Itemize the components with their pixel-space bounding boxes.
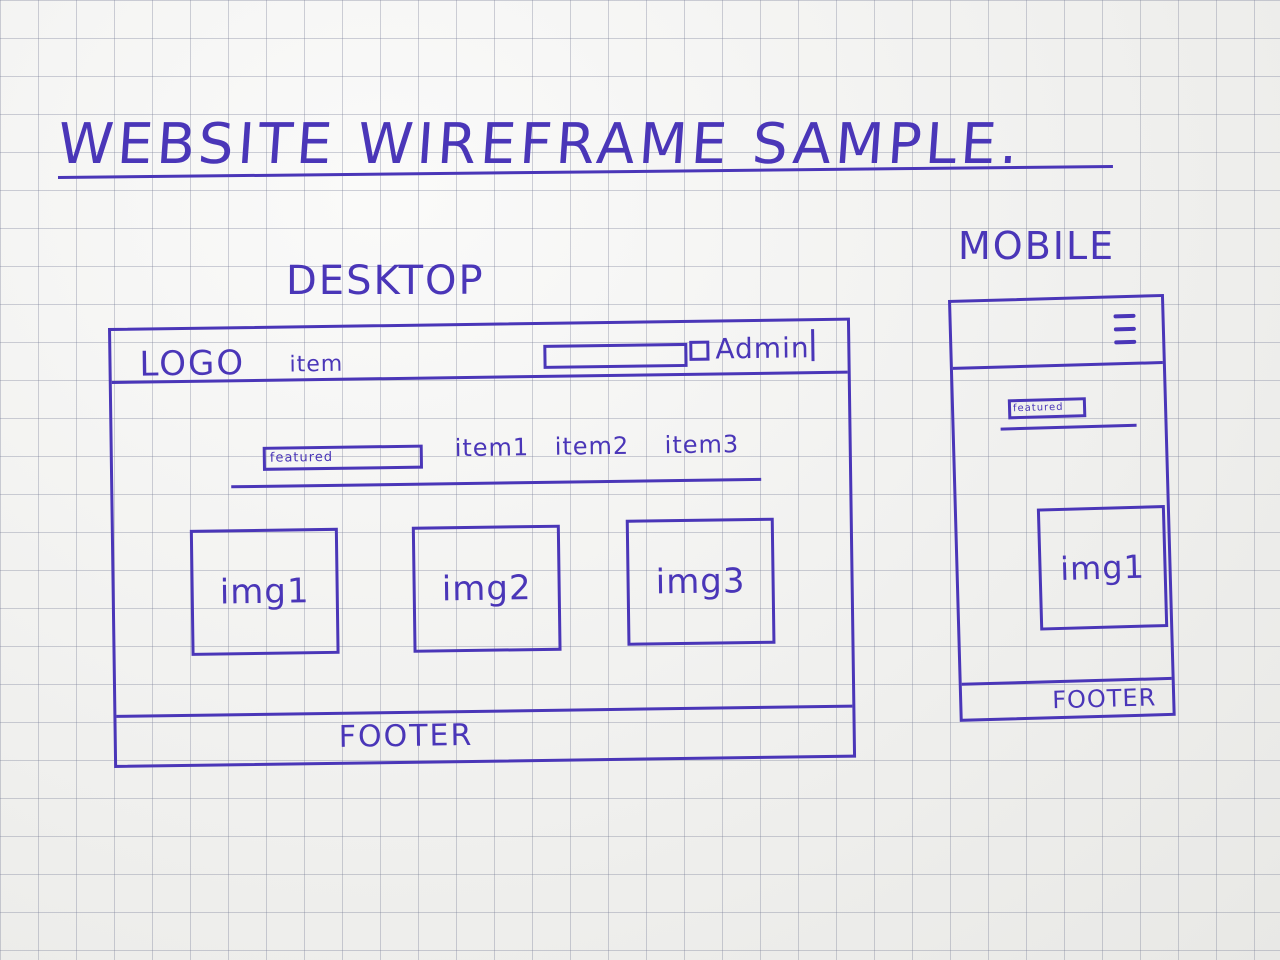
image-label: img1 [219, 571, 310, 613]
desktop-admin-link[interactable]: Admin [715, 331, 810, 366]
desktop-nav-item-3[interactable]: item3 [664, 430, 740, 460]
desktop-header-item[interactable]: item [289, 351, 344, 378]
mobile-nav-featured[interactable]: featured [1007, 397, 1087, 420]
search-icon[interactable] [689, 340, 710, 361]
mobile-nav-underline [1000, 423, 1137, 431]
mobile-label: MOBILE [958, 224, 1116, 268]
desktop-nav-featured[interactable]: featured [262, 444, 423, 471]
image-label: img3 [655, 561, 746, 603]
desktop-image-3: img3 [625, 517, 776, 646]
desktop-nav-item-1[interactable]: item1 [454, 433, 530, 463]
mobile-image-1: img1 [1036, 505, 1169, 631]
desktop-footer: FOOTER [338, 717, 474, 755]
desktop-wireframe: LOGO item Admin featured item1 item2 ite… [108, 317, 857, 768]
mobile-header-divider [952, 361, 1163, 370]
header-divider [811, 329, 815, 362]
hamburger-icon[interactable] [1113, 313, 1137, 345]
image-label: img2 [441, 568, 532, 610]
desktop-nav-item-2[interactable]: item2 [554, 431, 630, 461]
desktop-nav-underline [231, 477, 762, 489]
mobile-footer: FOOTER [1051, 683, 1157, 715]
mobile-wireframe: featured img1 FOOTER [948, 293, 1176, 722]
desktop-footer-divider [116, 704, 853, 718]
desktop-label: DESKTOP [286, 258, 485, 304]
desktop-image-1: img1 [189, 527, 340, 656]
desktop-search-input[interactable] [543, 342, 688, 369]
image-label: img1 [1059, 547, 1146, 588]
desktop-image-2: img2 [411, 524, 562, 653]
desktop-logo: LOGO [139, 343, 246, 385]
